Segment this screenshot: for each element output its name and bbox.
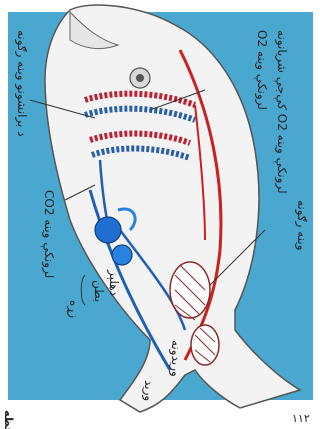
label-atrium: دهلېز bbox=[106, 269, 121, 296]
heart-atrium bbox=[95, 217, 121, 243]
label-ventricle: بطن bbox=[91, 280, 106, 302]
label-gill-capillaries: د برانشونو وینه رګونه bbox=[14, 30, 29, 137]
page-number: ۱۱۲ bbox=[292, 412, 310, 425]
corner-text: ملاحظه bbox=[2, 410, 15, 429]
label-deoxygenated-blood: CO2 لرونکې وینه bbox=[40, 190, 56, 278]
label-heart: زړه bbox=[66, 300, 81, 318]
label-vein: ورید bbox=[141, 380, 156, 401]
label-oxygenated-blood-capillaries: کې‌جې شریانونه O2 لرونکې وینه bbox=[273, 30, 289, 194]
label-blood-capillaries: وینه رګونه bbox=[294, 200, 309, 250]
label-veins: وریدونه bbox=[168, 340, 183, 377]
fish-eye-pupil bbox=[136, 74, 144, 82]
label-oxygenated-blood: O2 لرونکې وینه bbox=[253, 30, 269, 110]
heart-ventricle bbox=[112, 245, 132, 265]
